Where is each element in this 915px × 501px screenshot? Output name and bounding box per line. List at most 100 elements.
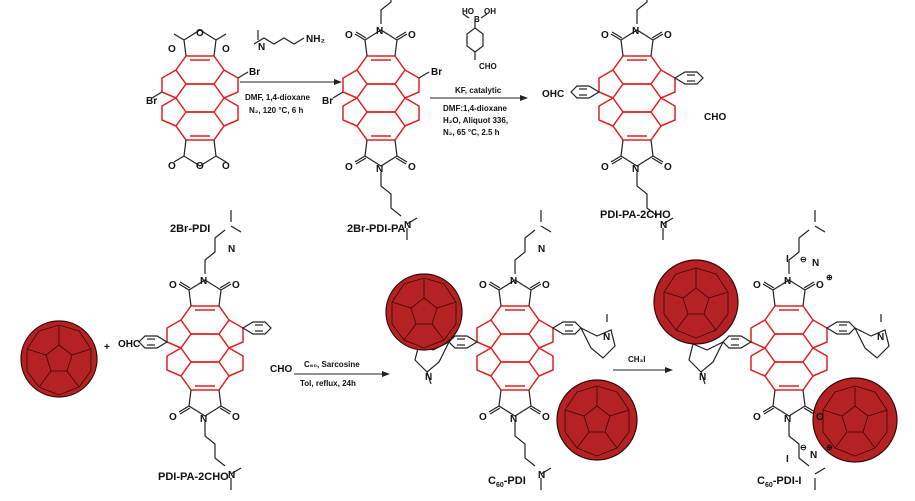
condition-text: H₂O, Aliquot 336,	[443, 116, 508, 125]
atom-o-label: O	[196, 28, 204, 39]
fullerene-c60	[556, 379, 638, 461]
atom-o-label: O	[664, 162, 672, 173]
atom-o-label: O	[168, 44, 176, 55]
atom-o-label: O	[816, 280, 824, 291]
atom-n-label: N	[632, 26, 639, 37]
condition-text: C₆₀, Sarcosine	[304, 360, 360, 369]
positive-charge: ⊕	[826, 443, 833, 452]
atom-n-label: N	[200, 414, 207, 425]
atom-o-label: O	[408, 162, 416, 173]
molecule-c60-pdi-i	[688, 209, 890, 491]
atom-o-label: O	[753, 280, 761, 291]
atom-n-label: N	[660, 0, 667, 3]
compound-name-part: -PDI	[504, 475, 526, 487]
atom-o-label: O	[168, 161, 176, 172]
atom-ohc-label: OHC	[542, 89, 564, 100]
condition-text: DMF:1,4-dioxane	[443, 104, 508, 113]
atom-o-label: O	[753, 412, 761, 423]
molecule-2br-pdi-pa	[332, 0, 430, 241]
atom-oh-label: OH	[484, 7, 496, 16]
molecule-pdi-pa-2cho	[138, 209, 272, 491]
plus-sign: +	[104, 342, 110, 353]
atom-n-label: N	[538, 244, 545, 255]
atom-n-label: N	[376, 26, 383, 37]
atom-n-label: N	[632, 164, 639, 175]
atom-n-label: N	[784, 276, 791, 287]
reagent-dimethylaminopropylamine	[253, 30, 305, 45]
atom-cho-label: CHO	[270, 364, 292, 375]
atom-o-label: O	[664, 30, 672, 41]
compound-name-part: -PDI-I	[773, 475, 802, 487]
arrowhead	[665, 367, 673, 373]
atom-o-label: O	[169, 280, 177, 291]
atom-nh2-label: NH₂	[306, 34, 325, 45]
condition-text: CH₃I	[628, 355, 645, 364]
atom-o-label: O	[345, 162, 353, 173]
arrowhead	[334, 79, 342, 85]
condition-text: N₂, 65 °C, 2.5 h	[443, 128, 500, 137]
atom-b-label: B	[474, 15, 480, 24]
atom-n-label: N	[660, 220, 667, 231]
compound-label-c60-pdi: C60-PDI	[488, 475, 526, 489]
negative-charge: ⊖	[800, 443, 807, 452]
atom-o-label: O	[479, 280, 487, 291]
atom-o-label: O	[222, 44, 230, 55]
atom-n-label: N	[510, 276, 517, 287]
condition-text: KF, catalytic	[455, 86, 502, 95]
compound-label-2br-pdi-pa: 2Br-PDI-PA	[347, 223, 406, 235]
atom-o-label: O	[232, 412, 240, 423]
fullerene-c60	[812, 377, 898, 463]
atom-o-label: O	[601, 30, 609, 41]
atom-cho-label: CHO	[479, 62, 497, 71]
atom-o-label: O	[542, 412, 550, 423]
atom-o-label: O	[232, 280, 240, 291]
atom-n-label: N	[699, 372, 706, 383]
atom-n-label: N	[258, 42, 265, 53]
atom-n-label: N	[877, 332, 884, 343]
atom-br-label: Br	[431, 67, 442, 78]
atom-n-label: N	[404, 0, 411, 3]
atom-br-label: Br	[146, 96, 157, 107]
condition-text: N₂, 120 °C, 6 h	[249, 106, 303, 115]
atom-n-label: N	[404, 220, 411, 231]
compound-name-subscript: 60	[496, 482, 504, 489]
condition-text: DMF, 1,4-dioxane	[245, 93, 310, 102]
arrowhead	[520, 95, 528, 101]
condition-text: Tol, reflux, 24h	[300, 379, 356, 388]
fullerene-c60	[20, 320, 98, 398]
atom-o-label: O	[222, 161, 230, 172]
atom-o-label: O	[345, 30, 353, 41]
atom-n-label: N	[784, 414, 791, 425]
compound-label-pdi-pa-2cho: PDI-PA-2CHO	[158, 471, 229, 483]
atom-ho-label: HO	[462, 7, 474, 16]
compound-name-part: C	[757, 475, 765, 487]
atom-o-label: O	[169, 412, 177, 423]
atom-br-label: Br	[322, 96, 333, 107]
atom-o-label: O	[408, 30, 416, 41]
atom-n-label: N	[376, 164, 383, 175]
atom-o-label: O	[542, 280, 550, 291]
atom-n-label: N	[510, 414, 517, 425]
reagent-formylphenylboronic-acid	[462, 13, 488, 60]
compound-label-2br-pdi: 2Br-PDI	[170, 223, 210, 235]
iodide-counterion: I	[786, 454, 789, 465]
atom-n-label: N	[228, 470, 235, 481]
negative-charge: ⊖	[800, 255, 807, 264]
atom-o-label: O	[479, 412, 487, 423]
compound-label-c60-pdi-i: C60-PDI-I	[757, 475, 801, 489]
atom-ohc-label: OHC	[118, 339, 140, 350]
atom-o-label: O	[601, 162, 609, 173]
fullerene-c60	[653, 259, 739, 345]
atom-cho-label: CHO	[704, 112, 726, 123]
atom-n-label: N	[228, 244, 235, 255]
atom-br-label: Br	[249, 67, 260, 78]
atom-n-label: N	[200, 276, 207, 287]
arrowhead	[382, 371, 390, 377]
atom-n-label: N	[812, 258, 819, 269]
atom-n-label: N	[425, 372, 432, 383]
compound-name-part: C	[488, 475, 496, 487]
atom-o-label: O	[816, 412, 824, 423]
molecule-2br-pdi	[151, 29, 249, 167]
fullerene-c60	[385, 273, 463, 351]
